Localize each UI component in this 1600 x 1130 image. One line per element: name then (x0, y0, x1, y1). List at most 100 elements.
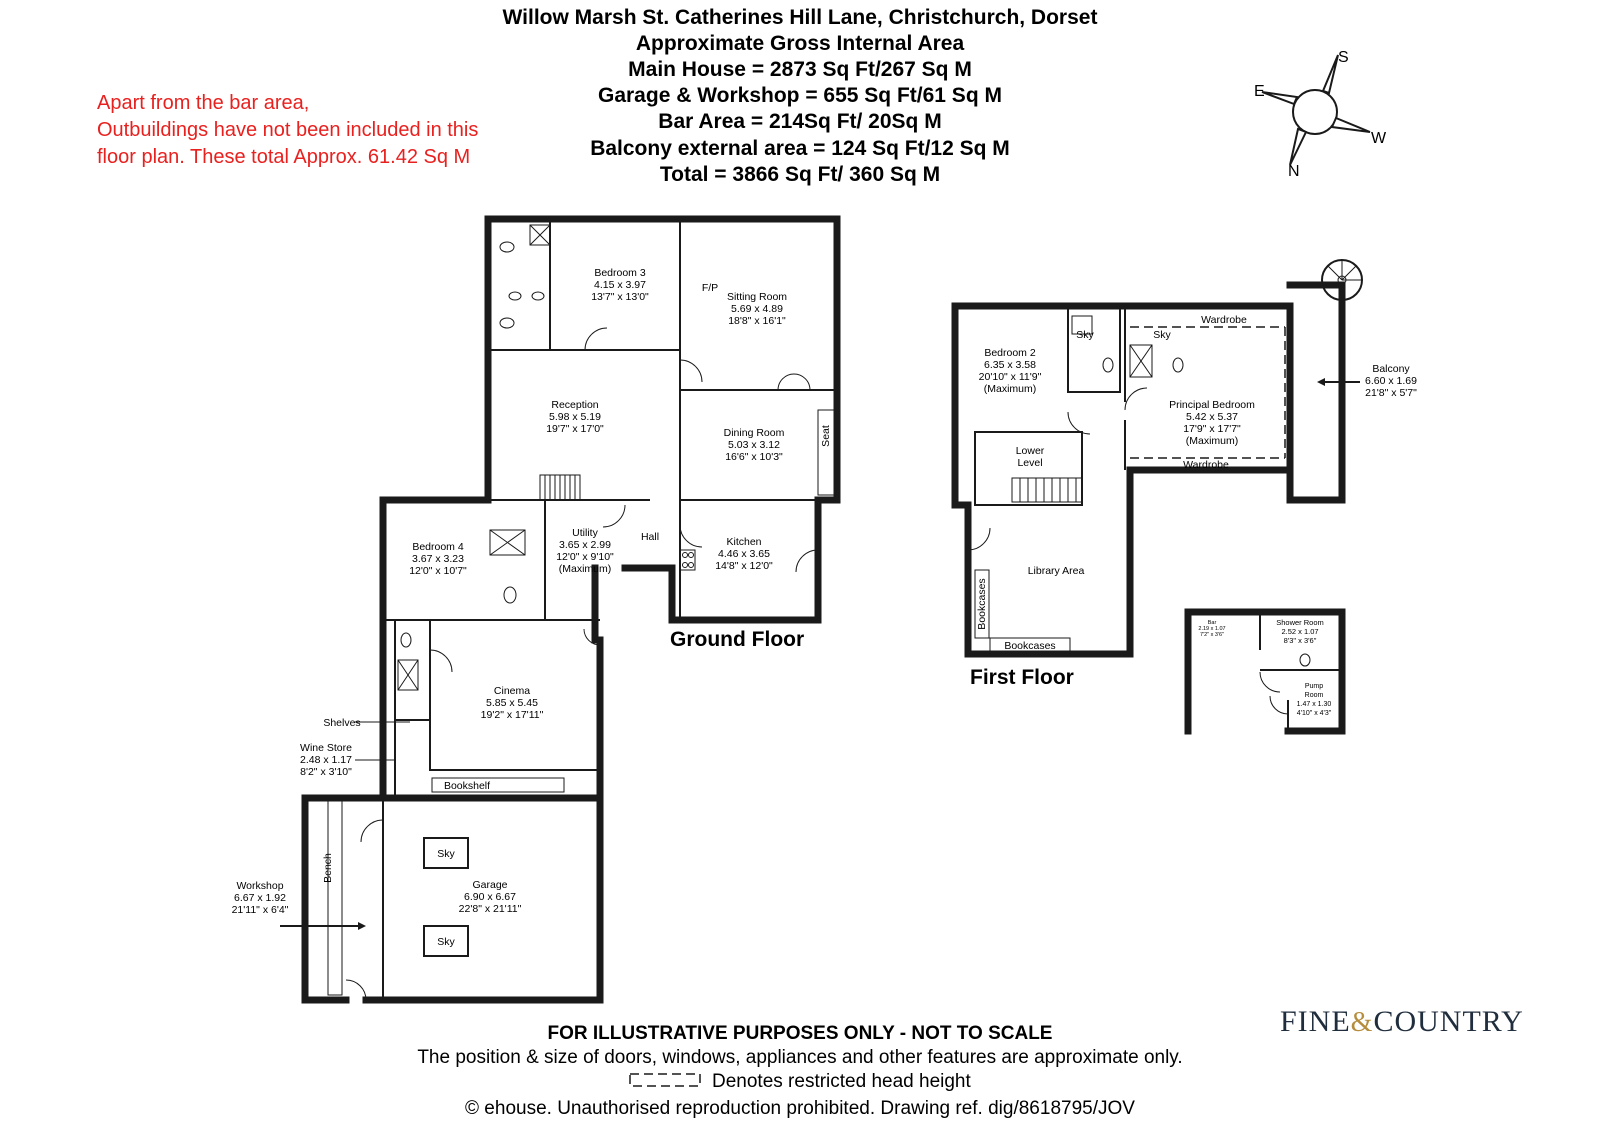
area-balcony: Balcony external area = 124 Sq Ft/12 Sq … (590, 137, 1010, 160)
room-library-label: Library Area (1028, 565, 1085, 577)
room-workshop-imperial: 21'11" x 6'4" (232, 904, 289, 916)
seat-bench (817, 409, 836, 496)
bookcases-bottom-label: Bookcases (1004, 640, 1055, 652)
restricted-height-key-icon (629, 1073, 701, 1087)
lower-level-stairs-icon (1011, 477, 1083, 503)
room-bedroom2-note: (Maximum) (984, 383, 1037, 395)
first-floor-plan: Bedroom 2 6.35 x 3.58 20'10" x 11'9" (Ma… (951, 259, 1417, 689)
room-bedroom2-imperial: 20'10" x 11'9" (979, 371, 1042, 383)
spiral-stair-icon (1321, 259, 1363, 301)
room-pump-line1: Pump (1305, 683, 1323, 690)
compass-n: N (1288, 163, 1300, 180)
skylight-1 (423, 837, 469, 869)
room-utility-name: Utility (572, 527, 598, 539)
bookshelf-unit (431, 777, 565, 793)
lower-level-line2: Level (1017, 457, 1042, 469)
room-principal-name: Principal Bedroom (1169, 399, 1255, 411)
area-bar: Bar Area = 214Sq Ft/ 20Sq M (658, 110, 942, 133)
room-sitting-name: Sitting Room (727, 291, 787, 303)
room-bedroom2-name: Bedroom 2 (984, 347, 1036, 359)
room-balcony-name: Balcony (1372, 363, 1410, 375)
room-kitchen-name: Kitchen (726, 536, 761, 548)
room-pump-line2: Room (1305, 692, 1324, 699)
outbuildings-note: Apart from the bar area, Outbuildings ha… (97, 90, 557, 171)
area-subtitle: Approximate Gross Internal Area (635, 32, 965, 55)
disclaimer-text: The position & size of doors, windows, a… (417, 1047, 1183, 1068)
note-line-2: Outbuildings have not been included in t… (97, 119, 479, 141)
room-balcony-metric: 6.60 x 1.69 (1365, 375, 1417, 387)
room-wine-name: Wine Store (300, 742, 352, 754)
room-pump-imperial: 4'10" x 4'3" (1297, 710, 1332, 717)
plan-title: Willow Marsh St. Catherines Hill Lane, C… (502, 6, 1098, 29)
skylight-2 (423, 925, 469, 957)
key-restricted-height: Denotes restricted head height (712, 1071, 971, 1092)
room-shower-name: Shower Room (1276, 618, 1324, 627)
room-bar-name: Bar (1208, 620, 1217, 626)
room-dining-metric: 5.03 x 3.12 (728, 439, 780, 451)
room-utility-imperial: 12'0" x 9'10" (556, 551, 614, 563)
room-sitting-metric: 5.69 x 4.89 (731, 303, 783, 315)
room-bedroom3-metric: 4.15 x 3.97 (594, 279, 646, 291)
logo-ampersand: & (1350, 1007, 1374, 1038)
skylight-1-label: Sky (437, 848, 455, 860)
room-shelves-label: Shelves (323, 717, 360, 729)
compass-w: W (1371, 130, 1387, 147)
ground-floor-label: Ground Floor (670, 628, 804, 651)
room-bedroom2-metric: 6.35 x 3.58 (984, 359, 1036, 371)
room-reception-name: Reception (551, 399, 598, 411)
room-sitting-imperial: 18'8" x 16'1" (728, 315, 786, 327)
room-wine-metric: 2.48 x 1.17 (300, 754, 352, 766)
bookcases-side-label: Bookcases (976, 578, 988, 629)
area-total: Total = 3866 Sq Ft/ 360 Sq M (659, 163, 941, 186)
first-floor-label: First Floor (970, 666, 1074, 689)
compass-e: E (1254, 83, 1265, 100)
room-bookshelf-label: Bookshelf (444, 780, 490, 792)
room-bedroom3-name: Bedroom 3 (594, 267, 646, 279)
bench-unit (327, 799, 343, 996)
room-utility-metric: 3.65 x 2.99 (559, 539, 611, 551)
room-cinema-metric: 5.85 x 5.45 (486, 697, 538, 709)
logo-country: COUNTRY (1373, 1005, 1524, 1038)
room-shower-imperial: 8'3" x 3'6" (1284, 636, 1317, 645)
room-dining-imperial: 16'6" x 10'3" (725, 451, 783, 463)
room-principal-imperial: 17'9" x 17'7" (1183, 423, 1241, 435)
wardrobe-bottom-label: Wardrobe (1183, 459, 1229, 471)
bar-outbuilding-plan: Bar 2.19 x 1.07 7'2" x 3'6" Shower Room … (1184, 608, 1346, 735)
wardrobe-top-label: Wardrobe (1201, 314, 1247, 326)
ground-floor-plan: Bedroom 3 4.15 x 3.97 13'7" x 13'0" Sitt… (232, 215, 841, 1004)
bathroom-fixtures-icon (397, 224, 551, 691)
room-cinema-imperial: 19'2" x 17'11" (481, 709, 544, 721)
room-wine-imperial: 8'2" x 3'10" (300, 766, 352, 778)
note-line-3: floor plan. These total Approx. 61.42 Sq… (97, 146, 471, 168)
note-line-1: Apart from the bar area, (97, 92, 310, 114)
bookcases-bottom (989, 637, 1071, 653)
room-kitchen-metric: 4.46 x 3.65 (718, 548, 770, 560)
fine-country-logo: FINE&COUNTRY (1280, 1005, 1524, 1039)
room-shower-metric: 2.52 x 1.07 (1281, 627, 1318, 636)
room-principal-note: (Maximum) (1186, 435, 1239, 447)
area-main-house: Main House = 2873 Sq Ft/267 Sq M (628, 58, 972, 81)
room-hall-label: Hall (641, 531, 659, 543)
room-cinema-name: Cinema (494, 685, 530, 697)
room-workshop-metric: 6.67 x 1.92 (234, 892, 286, 904)
room-pump-metric: 1.47 x 1.30 (1297, 701, 1332, 708)
skylight-2-label: Sky (437, 936, 455, 948)
compass-s: S (1338, 49, 1349, 66)
hob-icon (679, 549, 696, 571)
compass-icon: S W N E (1254, 49, 1387, 180)
room-fp-label: F/P (702, 282, 718, 294)
copyright-text: © ehouse. Unauthorised reproduction proh… (465, 1098, 1135, 1119)
room-seat-label: Seat (820, 425, 832, 447)
area-garage-workshop: Garage & Workshop = 655 Sq Ft/61 Sq M (598, 84, 1002, 107)
room-garage-imperial: 22'8" x 21'11" (459, 903, 522, 915)
lower-level-line1: Lower (1016, 445, 1045, 457)
room-bar-metric: 2.19 x 1.07 (1198, 626, 1225, 632)
room-garage-metric: 6.90 x 6.67 (464, 891, 516, 903)
bedroom2-sky-label: Sky (1076, 329, 1094, 341)
room-bench-label: Bench (322, 853, 334, 883)
ensuite-sky-label: Sky (1153, 329, 1171, 341)
room-bar-imperial: 7'2" x 3'6" (1200, 632, 1224, 638)
disclaimer-heading: FOR ILLUSTRATIVE PURPOSES ONLY - NOT TO … (547, 1023, 1053, 1044)
room-bedroom4-name: Bedroom 4 (412, 541, 464, 553)
stairs-icon (539, 474, 581, 501)
